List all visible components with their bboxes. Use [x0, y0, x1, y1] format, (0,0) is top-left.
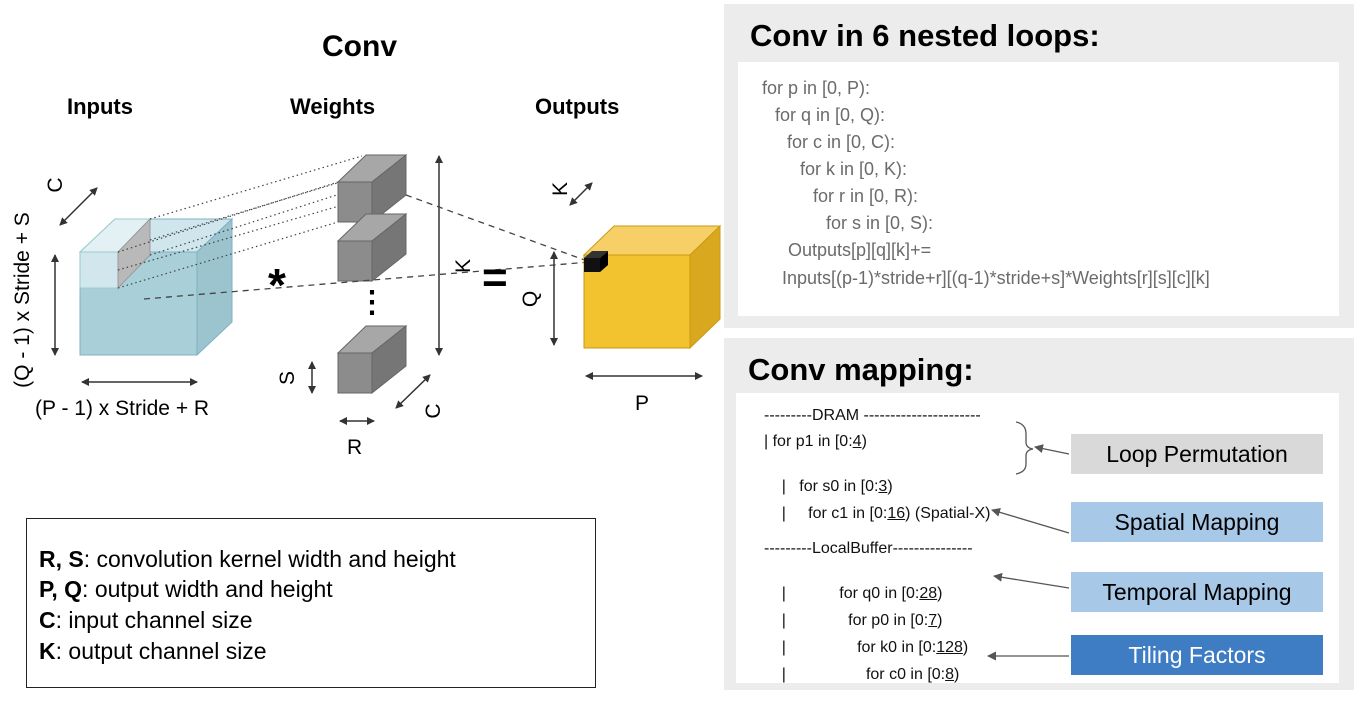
- legend-item-pq: P, Q: output width and height: [39, 576, 333, 602]
- spatial-mapping-arrow: [991, 507, 1070, 534]
- projection-lines: [117, 155, 406, 289]
- input-width-label: (P - 1) x Stride + R: [35, 397, 210, 420]
- mapping-panel: Conv mapping: ---------DRAM ------------…: [724, 338, 1354, 690]
- code-line: Inputs[(p-1)*stride+r][(q-1)*stride+s]*W…: [782, 268, 1210, 288]
- input-channel-arrow: [59, 187, 98, 226]
- weight-block-3: [336, 324, 408, 395]
- outputs-label: Outputs: [535, 94, 620, 119]
- buffer-loop-c0: | for c0 in [0:8): [781, 666, 960, 683]
- mapping-dashed-lines: [143, 194, 591, 300]
- output-k-label: K: [549, 182, 572, 197]
- code-line: for r in [0, R):: [813, 186, 919, 206]
- equals-operator: =: [482, 253, 508, 302]
- inputs-label: Inputs: [67, 94, 133, 119]
- input-channel-label: C: [44, 177, 67, 193]
- tag-tiling-factors: Tiling Factors: [1071, 635, 1323, 675]
- loops-code-box: for p in [0, P): for q in [0, Q): for c …: [738, 62, 1339, 316]
- dram-loop-c1: | for c1 in [0:16) (Spatial-X): [781, 505, 991, 522]
- code-line: for q in [0, Q):: [775, 105, 886, 125]
- weights-label: Weights: [290, 94, 376, 119]
- dram-loop-p1: | for p1 in [0:4): [764, 433, 867, 450]
- buffer-loop-q0: | for q0 in [0:28): [781, 585, 943, 602]
- mapping-annotation-arrows: [987, 421, 1070, 661]
- code-line: for p in [0, P):: [762, 78, 871, 98]
- legend-item-k: K: output channel size: [39, 638, 267, 664]
- weight-k-label: K: [452, 259, 475, 274]
- weight-r-label: R: [347, 436, 363, 459]
- temporal-mapping-arrow: [993, 572, 1070, 589]
- loops-panel: Conv in 6 nested loops: for p in [0, P):…: [724, 4, 1354, 328]
- local-buffer-header: ---------LocalBuffer---------------: [764, 540, 973, 557]
- output-q-label: Q: [519, 290, 542, 308]
- tag-loop-permutation: Loop Permutation: [1071, 434, 1323, 474]
- code-line: Outputs[p][q][k]+=: [788, 240, 932, 260]
- code-line: for k in [0, K):: [800, 159, 908, 179]
- weight-s-label: S: [276, 371, 299, 386]
- output-p-label: P: [635, 392, 650, 415]
- weight-block-1: [336, 153, 408, 224]
- loop-permutation-arrow: [1034, 444, 1070, 455]
- code-line: for c in [0, C):: [787, 132, 896, 152]
- output-cube: [582, 224, 722, 350]
- mapping-panel-title: Conv mapping:: [748, 352, 974, 387]
- weight-c-label: C: [422, 403, 445, 419]
- legend-item-c: C: input channel size: [39, 607, 253, 633]
- input-height-label: (Q - 1) x Stride + S: [11, 212, 34, 388]
- weight-blocks: [336, 153, 408, 395]
- dram-header: ---------DRAM ----------------------: [764, 407, 981, 424]
- output-k-arrow: [569, 182, 593, 206]
- dram-loop-s0: | for s0 in [0:3): [781, 478, 893, 495]
- buffer-loop-k0: | for k0 in [0:128): [781, 639, 969, 656]
- code-line: for s in [0, S):: [826, 213, 934, 233]
- weight-ellipsis: ⋮: [357, 286, 387, 319]
- conv-diagram-graphics: [51, 153, 722, 425]
- weight-c-arrow: [395, 374, 431, 409]
- weight-block-2: [336, 212, 408, 283]
- loops-panel-title: Conv in 6 nested loops:: [750, 18, 1100, 53]
- diagram-title: Conv: [322, 30, 397, 63]
- input-cube: [78, 217, 234, 357]
- legend-item-rs: R, S: convolution kernel width and heigh…: [39, 546, 456, 572]
- loop-permutation-brace: [1015, 421, 1034, 475]
- tag-spatial-mapping: Spatial Mapping: [1071, 502, 1323, 542]
- dimension-legend: R, S: convolution kernel width and heigh…: [26, 518, 596, 688]
- tag-temporal-mapping: Temporal Mapping: [1071, 572, 1323, 612]
- buffer-loop-p0: | for p0 in [0:7): [781, 612, 943, 629]
- convolution-operator: *: [268, 259, 286, 311]
